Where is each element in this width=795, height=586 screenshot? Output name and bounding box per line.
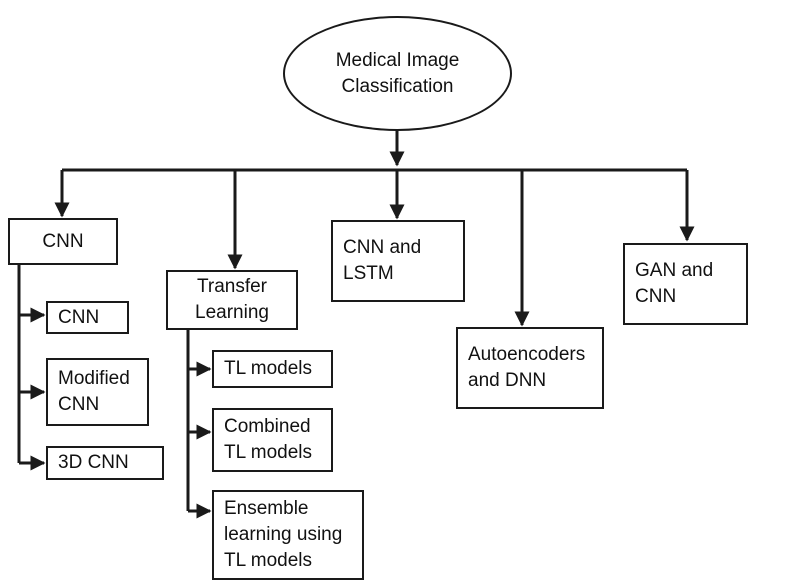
tl-child-combined-tl-models-label: Combined TL models	[224, 416, 312, 463]
cnn-child-cnn-label: CNN	[58, 306, 100, 328]
tl-child-ensemble-learning-label: Ensemble learning using TL models	[224, 498, 343, 571]
root-label: Medical Image Classification	[335, 49, 460, 97]
category-gan-cnn: GAN and CNN	[623, 243, 748, 325]
tl-child-ensemble-learning: Ensemble learning using TL models	[212, 490, 364, 580]
category-cnn-label: CNN	[42, 230, 84, 252]
category-gan-cnn-label: GAN and CNN	[635, 260, 714, 307]
tl-child-tl-models-label: TL models	[224, 358, 312, 379]
category-transfer-learning-label: Transfer Learning	[195, 276, 269, 323]
tl-child-tl-models: TL models	[212, 350, 333, 388]
cnn-child-modified-cnn-label: Modified CNN	[58, 368, 130, 415]
cnn-child-3d-cnn-label: 3D CNN	[58, 452, 129, 473]
tl-child-combined-tl-models: Combined TL models	[212, 408, 333, 472]
category-transfer-learning: Transfer Learning	[166, 270, 298, 330]
cnn-child-cnn: CNN	[46, 301, 129, 334]
cnn-child-3d-cnn: 3D CNN	[46, 446, 164, 480]
cnn-child-modified-cnn: Modified CNN	[46, 358, 149, 426]
category-cnn: CNN	[8, 218, 118, 265]
category-cnn-lstm-label: CNN and LSTM	[343, 237, 422, 284]
category-cnn-lstm: CNN and LSTM	[331, 220, 465, 302]
category-autoencoders-dnn: Autoencoders and DNN	[456, 327, 604, 409]
category-autoencoders-dnn-label: Autoencoders and DNN	[468, 344, 586, 391]
root-node-medical-image-classification: Medical Image Classification	[283, 16, 512, 131]
